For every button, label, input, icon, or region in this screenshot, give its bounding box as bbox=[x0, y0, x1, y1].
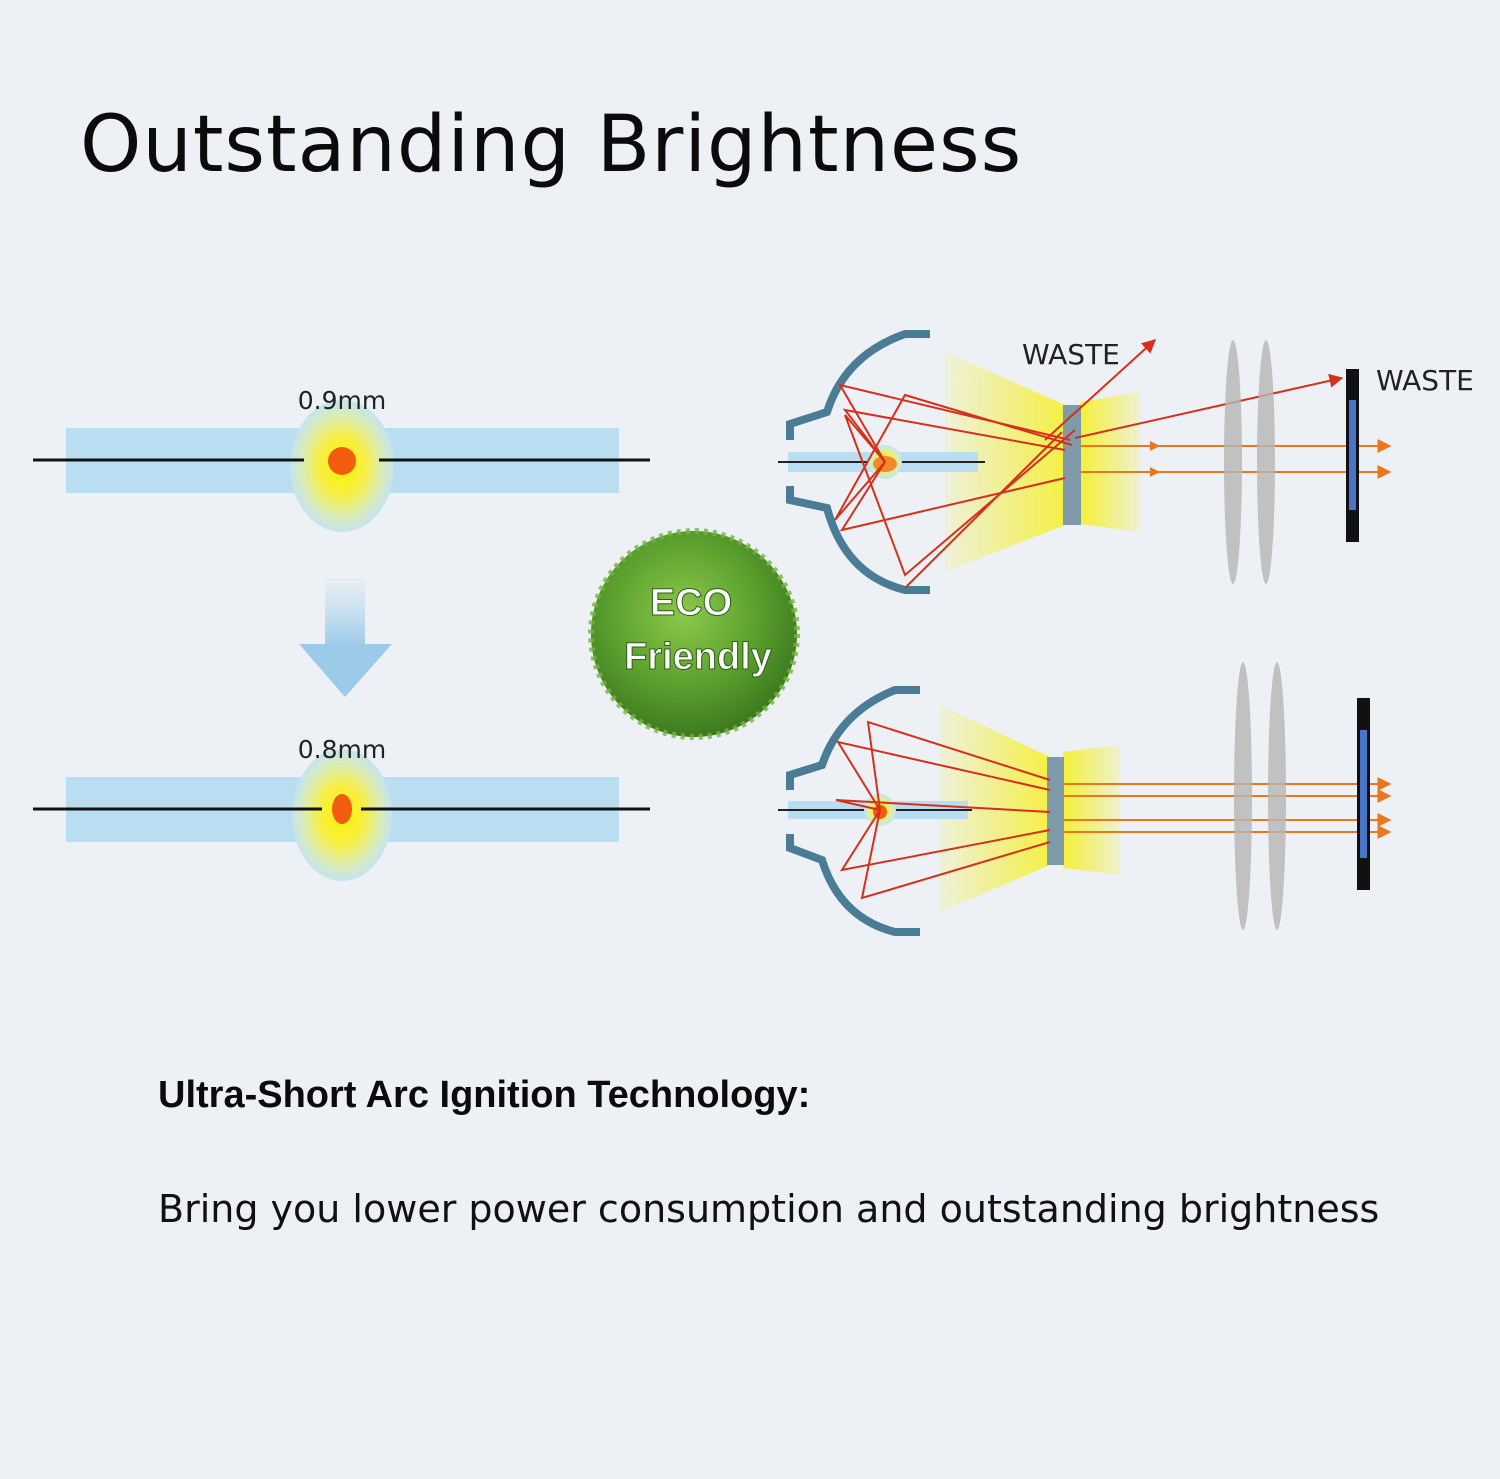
arc-spot-large bbox=[328, 447, 356, 475]
page-title: Outstanding Brightness bbox=[80, 100, 1023, 190]
waste-label-2: WASTE bbox=[1376, 364, 1474, 397]
arc-tube-top: 0.9mm bbox=[33, 386, 650, 532]
arc-size-after-label: 0.8mm bbox=[298, 735, 386, 764]
arc-spot-small bbox=[332, 794, 352, 824]
technology-description: Bring you lower power consumption and ou… bbox=[158, 1187, 1380, 1231]
eco-friendly-badge: ECO Friendly bbox=[588, 528, 800, 740]
down-arrow-icon bbox=[299, 578, 392, 697]
technology-heading: Ultra-Short Arc Ignition Technology: bbox=[158, 1074, 811, 1116]
waste-label-1: WASTE bbox=[1022, 338, 1120, 371]
lens bbox=[1063, 405, 1081, 525]
lamp-diagram-before: WASTE WASTE bbox=[778, 330, 1474, 594]
arc-size-before-label: 0.9mm bbox=[298, 386, 386, 415]
arc-tube-bottom: 0.8mm bbox=[33, 735, 650, 881]
lamp-diagram-after bbox=[778, 662, 1392, 936]
eco-label-line1: ECO bbox=[650, 582, 732, 624]
eco-label-line2: Friendly bbox=[624, 636, 772, 678]
